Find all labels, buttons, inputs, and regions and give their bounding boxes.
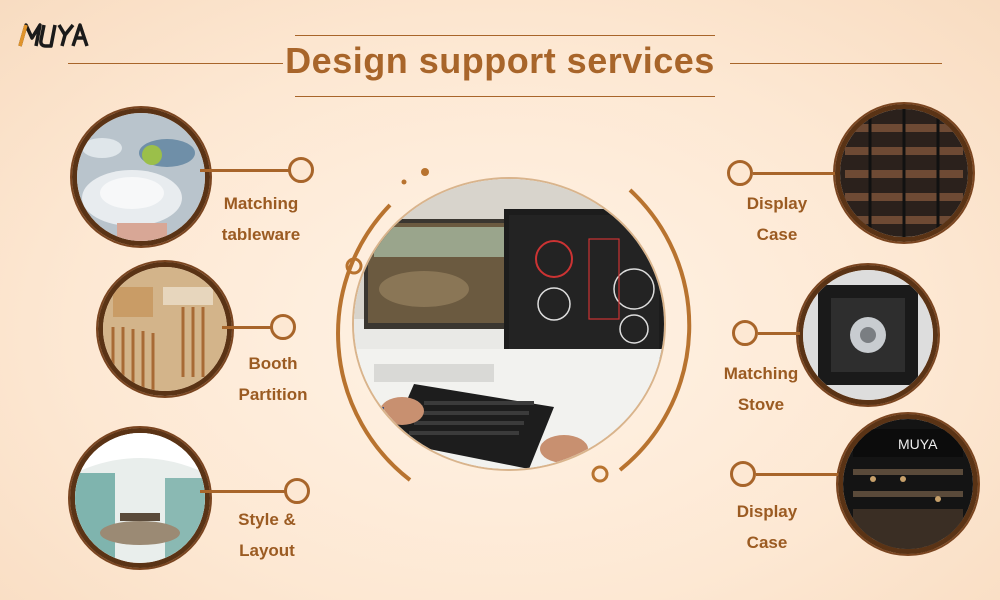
- display-case-thumbnail-2: MUYA: [838, 414, 978, 554]
- service-label-line1: Matching: [223, 194, 299, 213]
- service-label-line1: Matching: [723, 364, 799, 383]
- service-label-matching-tableware: Matching tableware: [196, 188, 326, 250]
- service-label-line1: Display: [736, 502, 798, 521]
- title-bottom-rule: [295, 96, 715, 97]
- style-layout-thumbnail: [70, 428, 210, 568]
- connector-ring: [288, 157, 314, 183]
- service-label-booth-partition: Booth Partition: [208, 348, 338, 410]
- service-label-line1: Booth: [248, 354, 298, 373]
- title-left-rule: [68, 63, 283, 64]
- service-label-line1: Display: [746, 194, 808, 213]
- service-label-line2: Layout: [239, 541, 295, 560]
- workstation-illustration: [354, 179, 664, 469]
- connector-ring: [732, 320, 758, 346]
- title-right-rule: [730, 63, 942, 64]
- connector-line: [753, 172, 835, 175]
- connector-ring: [730, 461, 756, 487]
- connector-line: [222, 326, 272, 329]
- connector-line: [200, 490, 286, 493]
- service-label-line1: Style &: [238, 510, 296, 529]
- header: Design support services: [0, 0, 1000, 110]
- service-label-line2: tableware: [221, 225, 301, 244]
- service-label-line2: Partition: [238, 385, 308, 404]
- center-workstation-photo: [352, 177, 666, 471]
- connector-line: [756, 473, 838, 476]
- booth-partition-thumbnail: [98, 262, 232, 396]
- title-top-rule: [295, 35, 715, 36]
- connector-line: [758, 332, 800, 335]
- service-label-line2: Case: [756, 225, 798, 244]
- connector-ring: [727, 160, 753, 186]
- tableware-thumbnail: [72, 108, 210, 246]
- svg-text:MUYA: MUYA: [898, 436, 938, 452]
- service-label-line2: Case: [746, 533, 788, 552]
- brand-logo: [18, 23, 89, 48]
- service-label-display-case: Display Case: [712, 188, 842, 250]
- service-label-line2: Stove: [737, 395, 785, 414]
- connector-line: [200, 169, 290, 172]
- display-case-thumbnail-1: [835, 104, 973, 242]
- service-label-display-case-2: Display Case: [702, 496, 832, 558]
- center-arc-decoration: [336, 168, 692, 483]
- service-label-style-layout: Style & Layout: [202, 504, 332, 566]
- connector-ring: [270, 314, 296, 340]
- matching-stove-thumbnail: [798, 265, 938, 405]
- service-label-matching-stove: Matching Stove: [696, 358, 826, 420]
- page-title: Design support services: [285, 40, 715, 81]
- connector-ring: [284, 478, 310, 504]
